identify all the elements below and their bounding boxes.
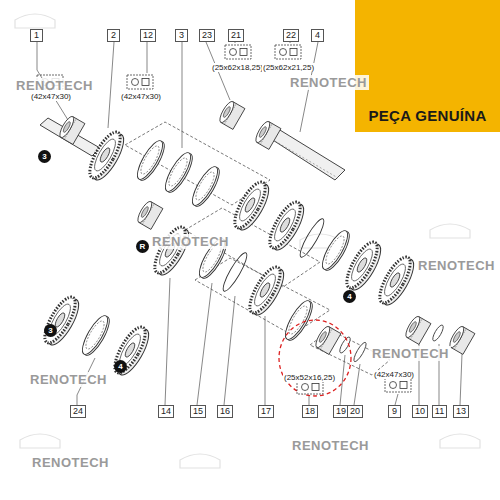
watermark: RENOTECH (30, 455, 111, 470)
callout-text: 2 (111, 30, 116, 41)
gear-marker: 4 (343, 290, 356, 303)
watermark: RENOTECH (150, 234, 231, 249)
callout-text: 3 (48, 326, 52, 335)
callout-number: 1 (30, 29, 43, 42)
gear-marker: 3 (44, 324, 57, 337)
bearing-dimension: (25x62x18,25) (211, 63, 264, 72)
callout-text: 1 (34, 30, 39, 41)
watermark: RENOTECH (290, 438, 371, 453)
bearing-dimension: (42x47x30) (120, 92, 162, 101)
callout-text: 4 (347, 292, 351, 301)
bearing-dimension: (42x47x30) (30, 92, 72, 101)
genuine-part-badge: PEÇA GENUÍNA (355, 0, 500, 132)
callout-text: 19 (336, 406, 346, 417)
callout-number: 4 (311, 29, 324, 42)
callout-text: 20 (350, 406, 360, 417)
callout-number: 10 (412, 405, 428, 418)
watermark: RENOTECH (28, 372, 109, 387)
callout-number: 11 (432, 405, 447, 418)
callout-number: 18 (302, 405, 318, 418)
callout-number: 2 (107, 29, 120, 42)
bearing-dimension: (25x52x16,25) (283, 373, 336, 382)
callout-text: 9 (392, 406, 397, 417)
callout-text: 3 (42, 152, 46, 161)
gear-marker: 4 (114, 360, 127, 373)
callout-number: 13 (453, 405, 469, 418)
callout-text: 18 (305, 406, 315, 417)
callout-number: 15 (190, 405, 206, 418)
callout-number: 9 (388, 405, 401, 418)
callout-text: 21 (231, 30, 241, 41)
callout-text: 11 (435, 406, 444, 417)
callout-number: 17 (258, 405, 274, 418)
callout-text: 22 (286, 30, 296, 41)
watermark: RENOTECH (14, 78, 95, 93)
callout-text: 12 (143, 30, 153, 41)
callout-number: 3 (175, 29, 188, 42)
callout-number: 20 (347, 405, 363, 418)
callout-text: 17 (261, 406, 271, 417)
callout-text: R (140, 242, 146, 251)
badge-text: PEÇA GENUÍNA (368, 107, 486, 124)
callout-text: 10 (415, 406, 425, 417)
callout-text: 15 (193, 406, 203, 417)
callout-number: 22 (283, 29, 299, 42)
gear-marker: 3 (38, 150, 51, 163)
bearing-dimension: (42x47x30) (373, 370, 415, 379)
callout-number: 23 (199, 29, 215, 42)
callout-text: 14 (161, 406, 171, 417)
callout-number: 14 (158, 405, 174, 418)
callout-text: 24 (73, 406, 83, 417)
watermark: RENOTECH (288, 75, 369, 90)
gear-marker: R (136, 240, 149, 253)
callout-text: 4 (118, 362, 122, 371)
watermark: RENOTECH (416, 258, 497, 273)
callout-number: 12 (140, 29, 156, 42)
watermark: RENOTECH (370, 346, 451, 361)
callout-number: 24 (70, 405, 86, 418)
callout-text: 16 (220, 406, 230, 417)
callout-text: 3 (179, 30, 184, 41)
callout-number: 16 (217, 405, 233, 418)
callout-number: 21 (228, 29, 244, 42)
callout-text: 13 (456, 406, 466, 417)
callout-text: 23 (202, 30, 212, 41)
callout-text: 4 (315, 30, 320, 41)
bearing-dimension: (25x62x21,25) (262, 63, 315, 72)
